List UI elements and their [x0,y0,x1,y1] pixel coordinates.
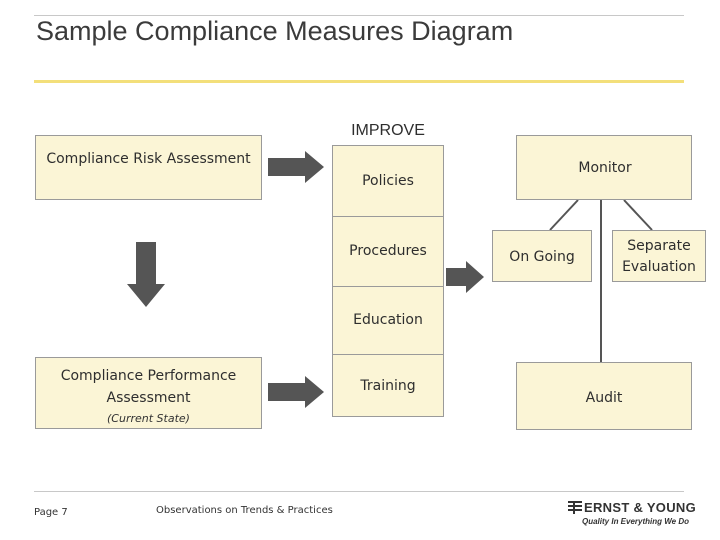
ernst-young-logo: ERNST & YOUNG Quality In Everything We D… [568,500,696,532]
arrow-risk-to-improve [268,151,324,183]
improve-divider-3 [333,354,443,355]
improve-divider-2 [333,286,443,287]
monitor-label: Monitor [578,160,632,176]
header-gold-rule [34,80,684,83]
logo-name: ERNST & YOUNG [584,500,697,515]
risk-assessment-label: Compliance Risk Assessment [46,151,251,167]
arrow-monitor-to-improve [446,261,484,293]
improve-item-education: Education [353,312,423,328]
risk-assessment-box: Compliance Risk Assessment [35,135,262,200]
page-number: Page 7 [34,507,68,518]
performance-assessment-label-line2: Assessment [106,390,191,406]
logo-tagline: Quality In Everything We Do [582,517,689,526]
arrow-down-assessment [127,242,165,307]
current-state-label: (Current State) [107,411,190,425]
improve-item-policies: Policies [362,173,414,189]
line-monitor-to-ongoing [549,199,579,231]
audit-label: Audit [585,390,623,406]
page-title: Sample Compliance Measures Diagram [36,16,514,46]
performance-assessment-label-line1: Compliance Performance [60,368,237,384]
separate-evaluation-label-line2: Evaluation [622,259,696,275]
improve-item-training: Training [360,378,416,394]
line-monitor-to-separate [623,199,653,231]
arrow-performance-to-improve [268,376,324,408]
separate-evaluation-label-line1: Separate [627,238,691,254]
audit-box: Audit [516,362,692,430]
improve-label: IMPROVE [351,122,425,139]
monitor-box: Monitor [516,135,692,200]
logo-mark-icon [568,501,582,514]
improve-column: Policies Procedures Education Training [332,145,444,417]
on-going-label: On Going [509,249,575,265]
performance-assessment-box: Compliance Performance Assessment (Curre… [35,357,262,429]
footer-rule [34,491,684,492]
header-top-rule [34,15,684,16]
improve-item-procedures: Procedures [349,243,427,259]
footer-subtitle: Observations on Trends & Practices [156,505,333,516]
separate-evaluation-box: Separate Evaluation [612,230,706,282]
on-going-box: On Going [492,230,592,282]
improve-divider-1 [333,216,443,217]
